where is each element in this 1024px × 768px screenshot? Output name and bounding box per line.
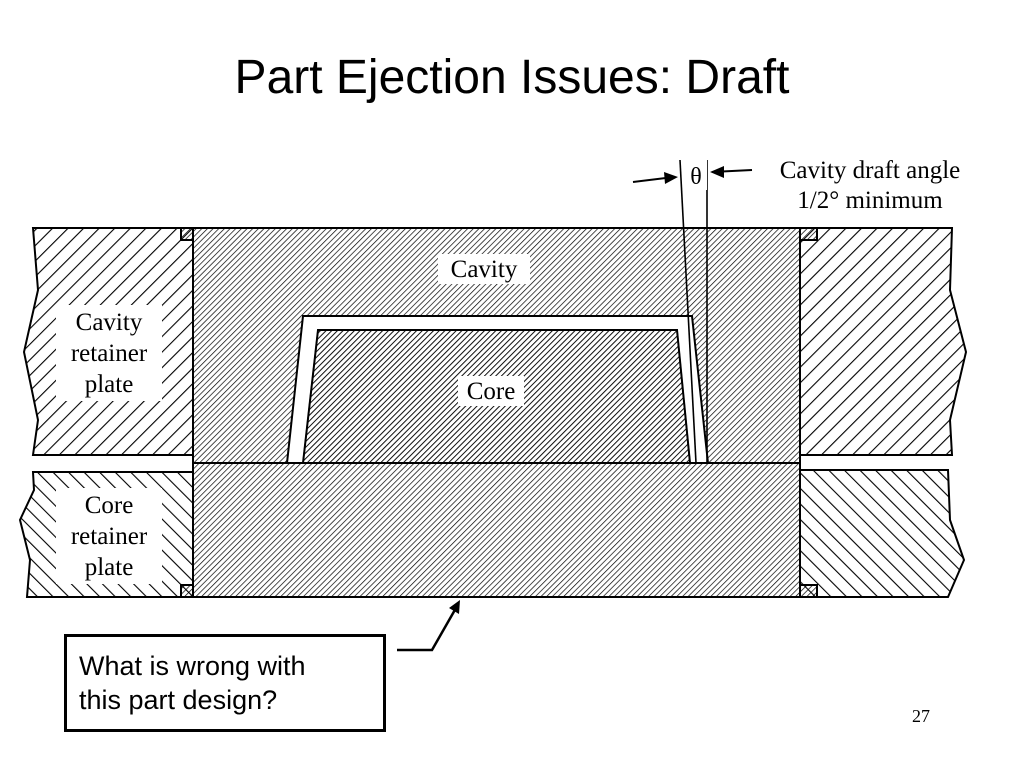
- draft-arrowhead-right: [710, 166, 724, 178]
- draft-angle-symbol: θ: [690, 164, 702, 190]
- cavity-label: Cavity: [451, 256, 518, 283]
- core-retainer-label-line2: retainer: [71, 523, 148, 550]
- core-retainer-label-line1: Core: [85, 492, 134, 519]
- cavity-retainer-label-line3: plate: [85, 371, 134, 398]
- page-number: 27: [912, 706, 930, 726]
- core-retainer-label-line3: plate: [85, 554, 134, 581]
- slide-title: Part Ejection Issues: Draft: [234, 51, 790, 104]
- draft-label-line2: 1/2° minimum: [797, 187, 943, 214]
- callout-line1: What is wrong with: [79, 651, 306, 681]
- cavity-retainer-plate-right: [799, 227, 968, 456]
- callout-leader-line: [397, 607, 458, 652]
- draft-label-line1: Cavity draft angle: [780, 157, 961, 184]
- draft-reference-line: [679, 159, 697, 464]
- question-callout-box: What is wrong with this part design?: [64, 634, 386, 732]
- callout-leader-arrowhead: [449, 600, 460, 614]
- cavity-retainer-label-line1: Cavity: [76, 309, 143, 336]
- callout-line2: this part design?: [79, 685, 278, 715]
- draft-arrowhead-left: [664, 172, 678, 184]
- core-label: Core: [467, 378, 516, 405]
- core-retainer-plate-right: [799, 469, 966, 598]
- cavity-retainer-label-line2: retainer: [71, 340, 148, 367]
- core-insert: [180, 462, 818, 598]
